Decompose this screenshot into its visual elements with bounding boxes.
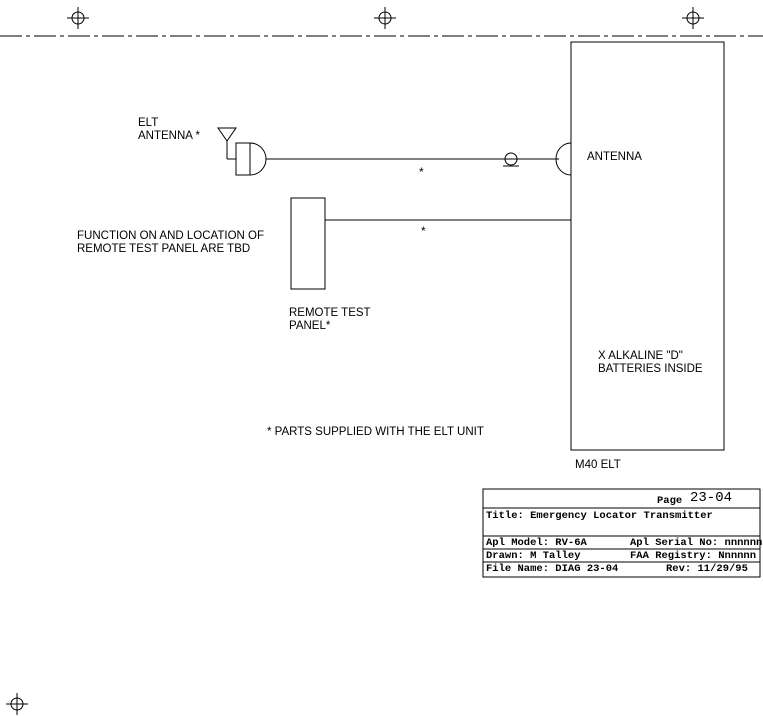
elt-antenna-label-line2: ANTENNA * bbox=[138, 130, 200, 142]
elt-antenna-label-line1: ELT bbox=[138, 117, 159, 129]
page-number: 23-04 bbox=[690, 490, 733, 506]
faa-registry-field: FAA Registry: Nnnnnn bbox=[630, 550, 757, 562]
apl-model-field: Apl Model: RV-6A bbox=[486, 537, 587, 549]
registration-mark-icon bbox=[6, 693, 28, 715]
file-name-field: File Name: DIAG 23-04 bbox=[486, 563, 619, 575]
title-field: Title: Emergency Locator Transmitter bbox=[486, 510, 713, 522]
elt-antenna-label: ELT ANTENNA * bbox=[138, 117, 200, 143]
antenna-icon bbox=[217, 127, 237, 160]
batteries-label: X ALKALINE "D" BATTERIES INSIDE bbox=[598, 350, 703, 376]
coax-symbol-icon bbox=[503, 152, 519, 167]
antenna-cable-marker: * bbox=[419, 165, 424, 179]
function-note-line1: FUNCTION ON AND LOCATION OF bbox=[77, 230, 264, 242]
apl-serial-field: Apl Serial No: nnnnnn bbox=[630, 537, 763, 549]
remote-test-panel-box bbox=[290, 197, 326, 290]
antenna-jack-icon bbox=[555, 142, 572, 176]
registration-mark-icon bbox=[67, 7, 89, 29]
function-note: FUNCTION ON AND LOCATION OF REMOTE TEST … bbox=[77, 230, 264, 256]
remote-panel-label-line2: PANEL* bbox=[289, 320, 331, 332]
drawn-field: Drawn: M Talley bbox=[486, 550, 581, 562]
panel-cable-marker: * bbox=[421, 224, 426, 238]
remote-panel-label: REMOTE TEST PANEL* bbox=[289, 307, 371, 333]
antenna-port-label: ANTENNA bbox=[587, 151, 642, 163]
page-label: Page bbox=[657, 495, 683, 507]
remote-panel-label-line1: REMOTE TEST bbox=[289, 307, 371, 319]
connector-plug-icon bbox=[235, 142, 267, 176]
registration-mark-icon bbox=[682, 7, 704, 29]
batteries-label-line1: X ALKALINE "D" bbox=[598, 350, 683, 362]
parts-note: * PARTS SUPPLIED WITH THE ELT UNIT bbox=[267, 426, 484, 438]
elt-unit-box bbox=[570, 41, 725, 451]
title-block-frame bbox=[482, 488, 761, 578]
batteries-label-line2: BATTERIES INSIDE bbox=[598, 363, 703, 375]
function-note-line2: REMOTE TEST PANEL ARE TBD bbox=[77, 243, 251, 255]
registration-mark-icon bbox=[374, 7, 396, 29]
rev-field: Rev: 11/29/95 bbox=[666, 563, 748, 575]
elt-unit-label: M40 ELT bbox=[575, 459, 621, 471]
